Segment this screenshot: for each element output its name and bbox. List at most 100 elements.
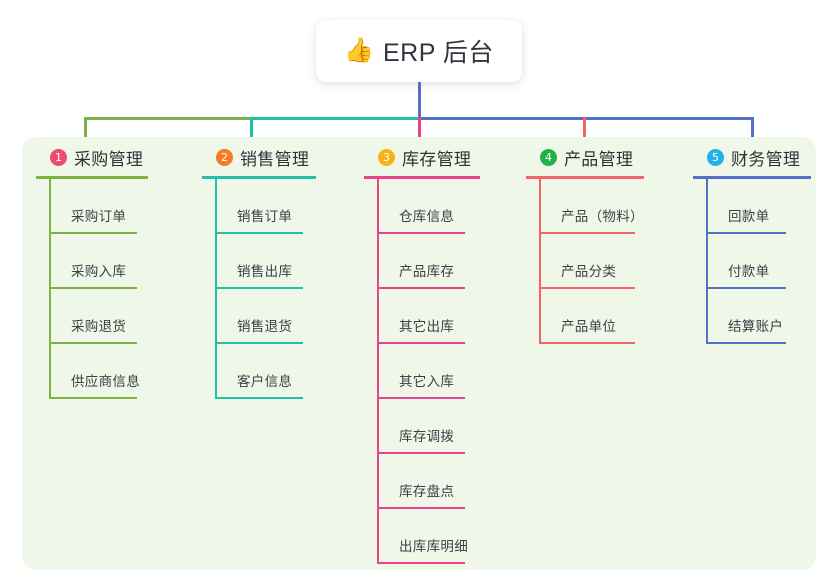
branch-item-underline (706, 287, 786, 289)
branch-item[interactable]: 产品（物料） (539, 179, 644, 234)
branch-item-underline (377, 342, 465, 344)
branch-item-underline (215, 342, 303, 344)
branch-item-label: 销售退货 (237, 319, 293, 334)
branch-underline (526, 176, 644, 179)
branch-item-label: 产品库存 (399, 264, 455, 279)
branch-item-underline (377, 562, 465, 564)
branch-number-badge: 4 (540, 148, 557, 166)
branch-item-label: 采购入库 (71, 264, 127, 279)
branch-item[interactable]: 库存调拨 (377, 399, 480, 454)
branch-item[interactable]: 结算账户 (706, 289, 811, 344)
branch-item-underline (377, 232, 465, 234)
branch-spine (377, 179, 379, 564)
branch-item-label: 采购订单 (71, 209, 127, 224)
branch-header-3[interactable]: 3 库存管理 (364, 143, 480, 171)
branch-title: 产品管理 (564, 149, 634, 169)
bus-segment-left (84, 117, 336, 120)
branch-item-label: 回款单 (728, 209, 770, 224)
branch-item[interactable]: 客户信息 (215, 344, 316, 399)
branch-item[interactable]: 采购订单 (49, 179, 148, 234)
branch-item[interactable]: 销售出库 (215, 234, 316, 289)
branch-item-label: 采购退货 (71, 319, 127, 334)
branch-item-label: 付款单 (728, 264, 770, 279)
branch-item[interactable]: 其它入库 (377, 344, 480, 399)
branch-item[interactable]: 出库库明细 (377, 509, 480, 564)
branches-panel (22, 137, 816, 570)
branch-item[interactable]: 销售退货 (215, 289, 316, 344)
branch-number-badge: 1 (50, 148, 67, 166)
branch-column-4: 4 产品管理产品（物料） 产品分类产品单位 (526, 143, 644, 344)
branch-item-underline (49, 287, 137, 289)
bus-segment-mid (250, 117, 420, 120)
branch-item-list: 回款单付款单结算账户 (693, 179, 811, 344)
branch-item-label: 产品分类 (561, 264, 617, 279)
branch-header-1[interactable]: 1 采购管理 (36, 143, 148, 171)
branch-item[interactable]: 采购入库 (49, 234, 148, 289)
branch-item-label: 库存调拨 (399, 429, 455, 444)
branch-title: 财务管理 (731, 149, 801, 169)
branch-stem-connector-5 (751, 117, 754, 148)
branch-item-underline (49, 397, 137, 399)
branch-column-1: 1 采购管理采购订单采购入库采购退货供应商信息 (36, 143, 148, 399)
branch-item-underline (215, 397, 303, 399)
branch-item-underline (377, 287, 465, 289)
branch-item-underline (539, 287, 635, 289)
branch-stem-connector-2 (250, 117, 253, 148)
branch-item[interactable]: 采购退货 (49, 289, 148, 344)
branch-number-badge: 2 (216, 148, 233, 166)
branch-spine (706, 179, 708, 344)
branch-item-label: 其它出库 (399, 319, 455, 334)
branch-item-label: 其它入库 (399, 374, 455, 389)
branch-item-label: 产品单位 (561, 319, 617, 334)
branch-item[interactable]: 销售订单 (215, 179, 316, 234)
branch-item[interactable]: 回款单 (706, 179, 811, 234)
branch-stem-connector-3 (418, 117, 421, 148)
branch-item-underline (49, 342, 137, 344)
root-node[interactable]: 👍 ERP 后台 (316, 20, 522, 82)
branch-title: 库存管理 (402, 149, 472, 169)
branch-item-underline (215, 232, 303, 234)
branch-title: 采购管理 (74, 149, 144, 169)
branch-item[interactable]: 付款单 (706, 234, 811, 289)
branch-item[interactable]: 仓库信息 (377, 179, 480, 234)
branch-underline (364, 176, 480, 179)
branch-stem-connector-4 (583, 117, 586, 148)
branch-item-underline (377, 452, 465, 454)
branch-item-label: 仓库信息 (399, 209, 455, 224)
branch-item[interactable]: 产品库存 (377, 234, 480, 289)
branch-item[interactable]: 产品分类 (539, 234, 644, 289)
bus-segment-right (418, 117, 754, 120)
branch-stem-connector-1 (84, 117, 87, 148)
branch-item-label: 产品（物料） (561, 209, 644, 224)
branch-item[interactable]: 供应商信息 (49, 344, 148, 399)
branch-spine (49, 179, 51, 399)
branch-item-underline (377, 397, 465, 399)
branch-header-4[interactable]: 4 产品管理 (526, 143, 644, 171)
branch-item-label: 供应商信息 (71, 374, 140, 389)
branch-underline (36, 176, 148, 179)
branch-item-label: 销售出库 (237, 264, 293, 279)
branch-item[interactable]: 产品单位 (539, 289, 644, 344)
thumbs-up-emoji: 👍 (344, 37, 374, 64)
branch-spine (215, 179, 217, 399)
branch-item-underline (706, 232, 786, 234)
branch-item-label: 客户信息 (237, 374, 293, 389)
root-stem-connector (418, 82, 421, 120)
branch-item-underline (377, 507, 465, 509)
branch-underline (693, 176, 811, 179)
branch-underline (202, 176, 316, 179)
branch-item-label: 结算账户 (728, 319, 784, 334)
branch-item-list: 采购订单采购入库采购退货供应商信息 (36, 179, 148, 399)
branch-item-label: 库存盘点 (399, 484, 455, 499)
branch-item-list: 仓库信息产品库存其它出库其它入库库存调拨库存盘点出库库明细 (364, 179, 480, 564)
branch-number-badge: 3 (378, 148, 395, 166)
branch-item[interactable]: 其它出库 (377, 289, 480, 344)
branch-item-underline (539, 232, 635, 234)
branch-item[interactable]: 库存盘点 (377, 454, 480, 509)
branch-item-underline (215, 287, 303, 289)
branch-item-underline (706, 342, 786, 344)
